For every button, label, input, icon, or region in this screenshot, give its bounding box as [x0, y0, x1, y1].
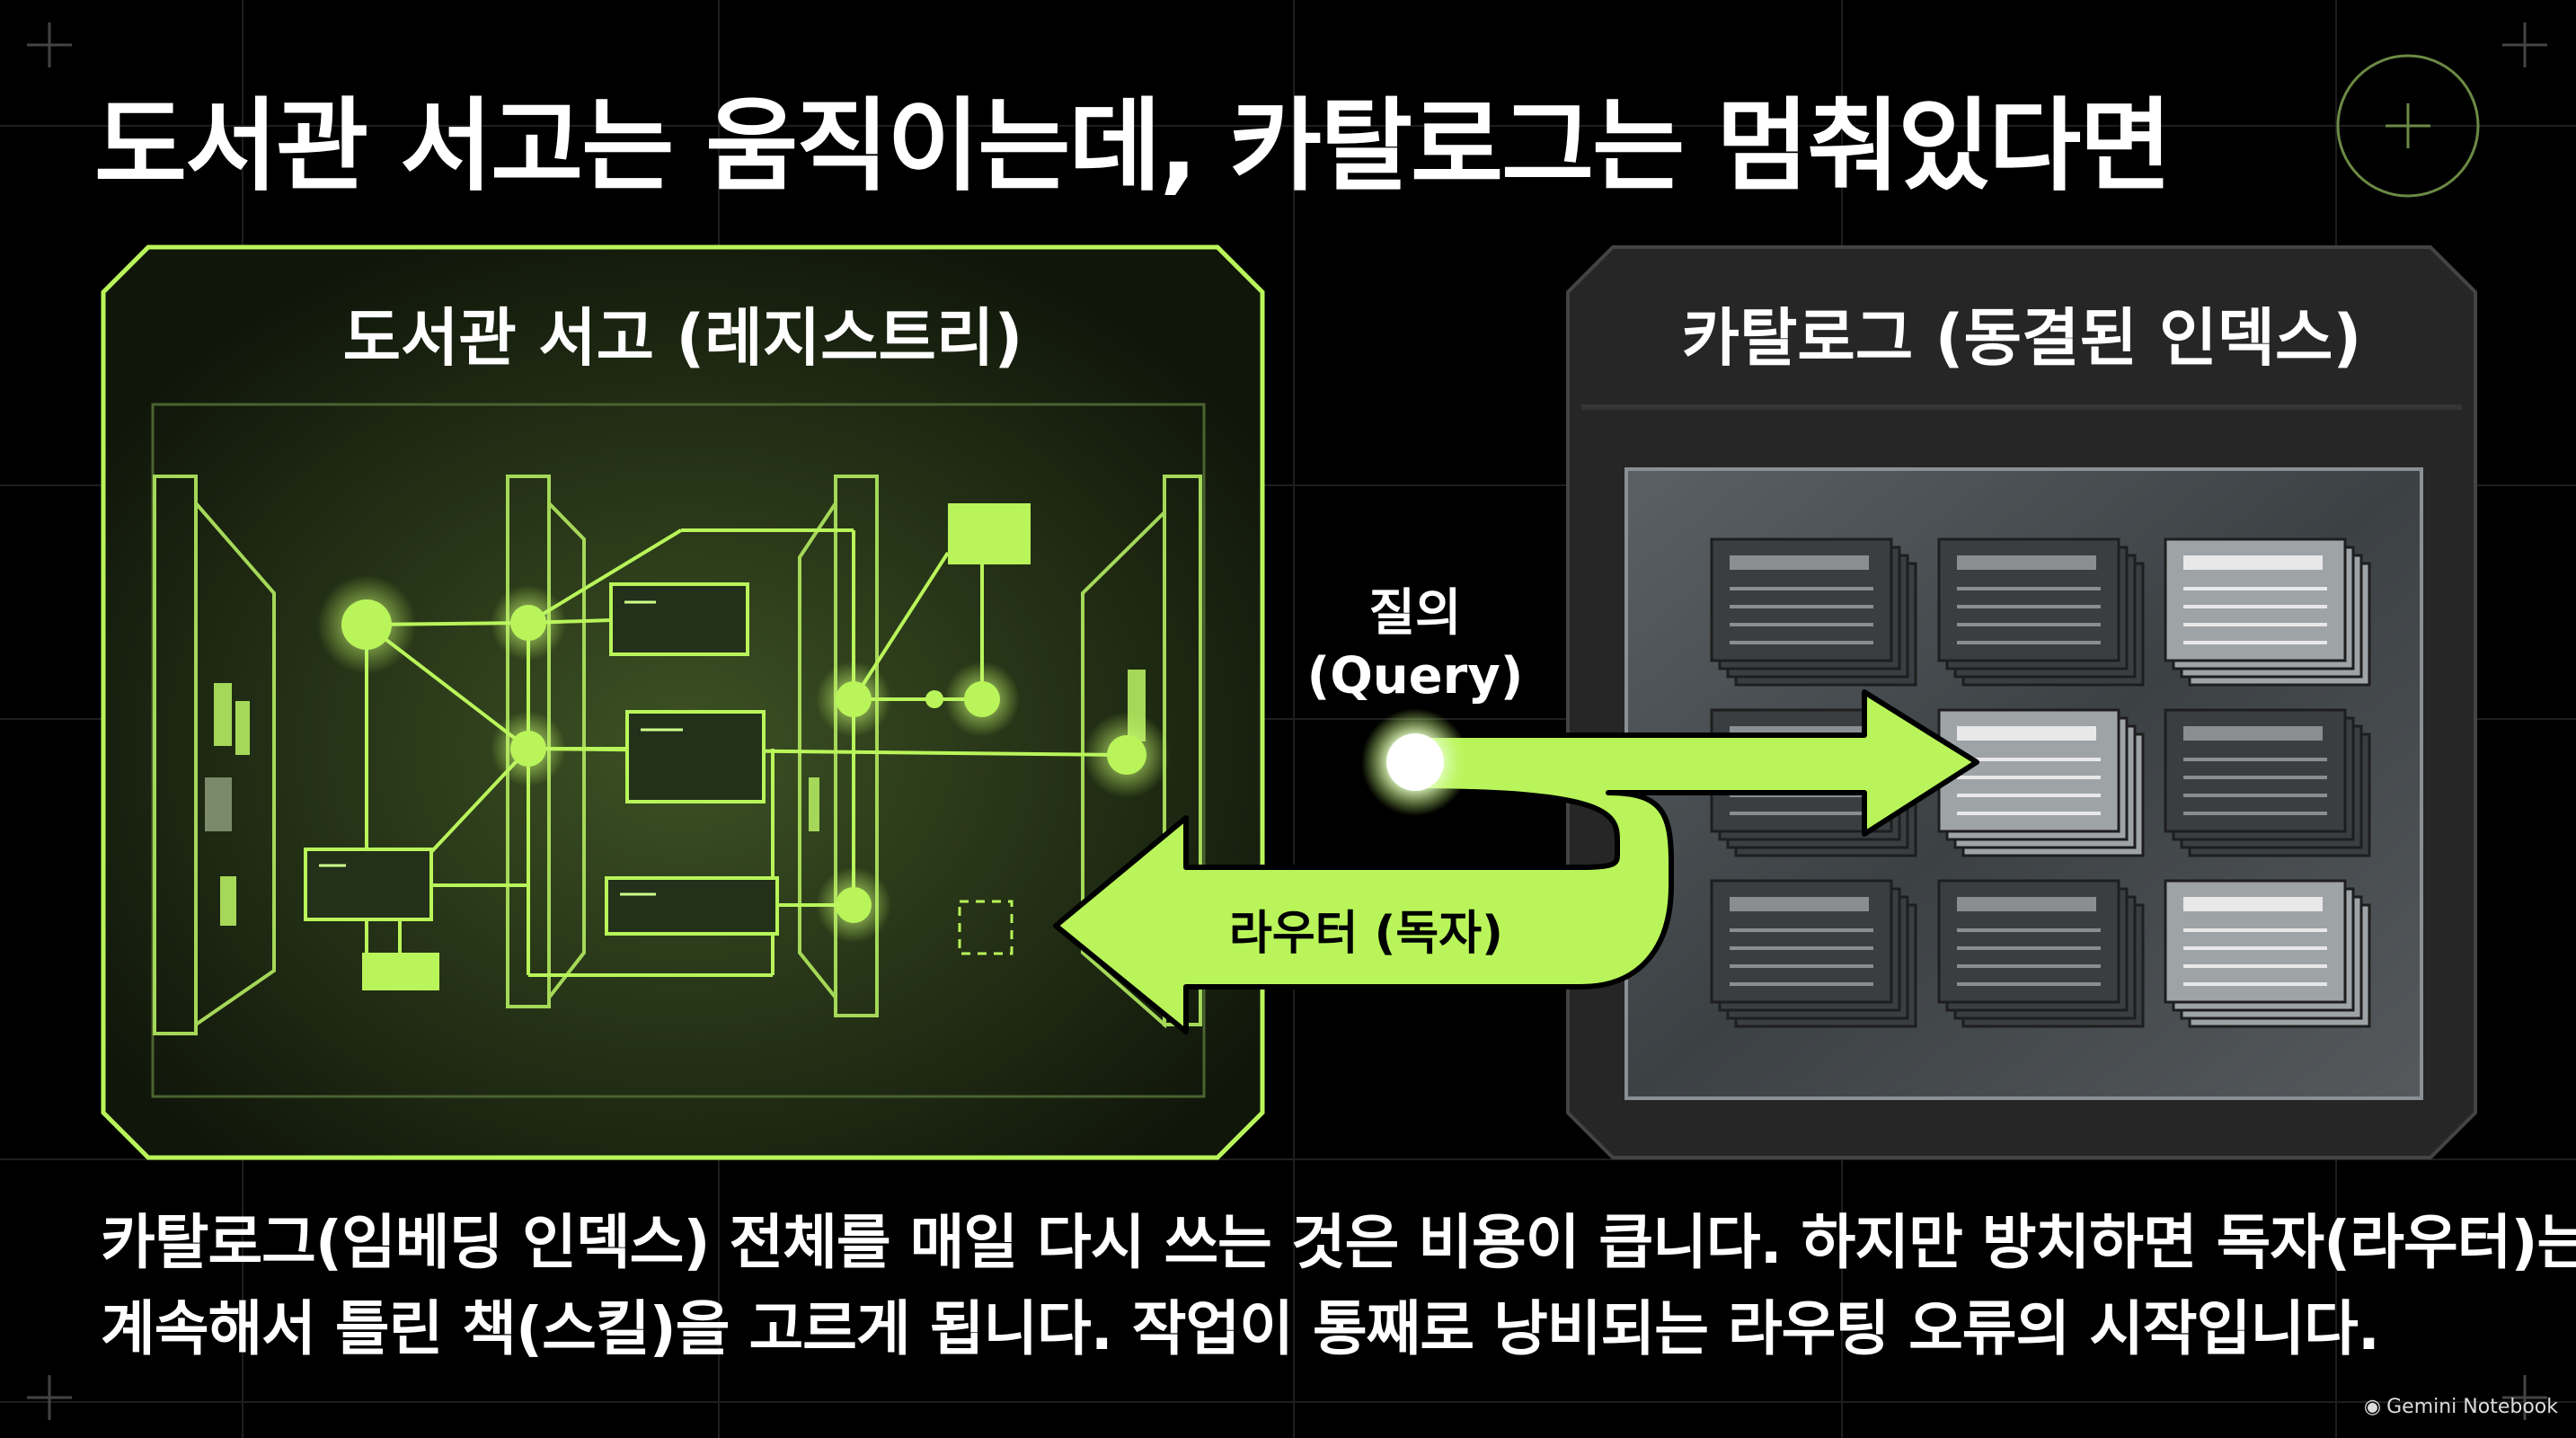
- library-panel: [101, 244, 1265, 1160]
- index-card: [1937, 537, 2145, 687]
- index-card: [2164, 708, 2371, 857]
- router-label: 라우터 (독자): [1229, 907, 1503, 961]
- brand-watermark: ◉Gemini Notebook: [2364, 1396, 2558, 1418]
- index-card: [2164, 879, 2371, 1028]
- catalog-panel-label: 카탈로그 (동결된 인덱스): [1681, 301, 2362, 375]
- notebook-logo-icon: ◉: [2363, 1396, 2382, 1418]
- caption-line-1: 카탈로그(임베딩 인덱스) 전체를 매일 다시 쓰는 것은 비용이 큽니다. 하…: [101, 1208, 2576, 1277]
- slide-title: 도서관 서고는 움직이는데, 카탈로그는 멈춰있다면: [94, 88, 2172, 205]
- corner-crosses: [27, 22, 2547, 1420]
- caption: 카탈로그(임베딩 인덱스) 전체를 매일 다시 쓰는 것은 비용이 큽니다. 하…: [101, 1200, 2576, 1372]
- index-card: [1937, 708, 2145, 857]
- library-panel-label: 도서관 서고 (레지스트리): [342, 301, 1023, 375]
- empty-slot-icon: [958, 900, 1014, 955]
- query-label-line1: 질의: [1368, 584, 1462, 643]
- routing-arrows: [1053, 689, 1979, 1034]
- brand-name: Gemini Notebook: [2386, 1396, 2558, 1418]
- catalog-panel: [1566, 245, 2477, 1159]
- index-card: [1710, 537, 1917, 687]
- query-label-line2: (Query): [1306, 647, 1524, 706]
- index-card: [1710, 879, 1917, 1028]
- index-card: [1937, 879, 2145, 1028]
- target-icon: [2336, 54, 2480, 198]
- index-card: [2164, 537, 2371, 687]
- caption-line-2: 계속해서 틀린 책(스킬)을 고르게 됩니다. 작업이 통째로 낭비되는 라우팅…: [101, 1294, 2380, 1363]
- query-label: 질의 (Query): [1285, 582, 1545, 708]
